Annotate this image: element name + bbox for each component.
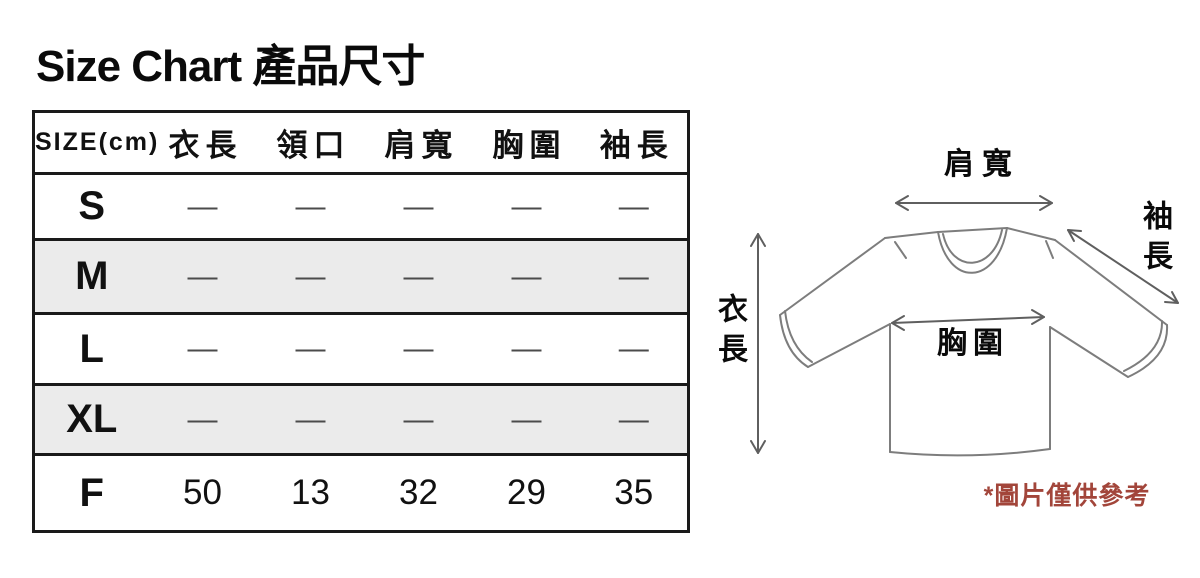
size-table-header-row: SIZE(cm) 衣長 領口 肩寬 胸圍 袖長 xyxy=(33,112,689,174)
cell-value: — xyxy=(403,189,434,223)
size-label: L xyxy=(79,326,104,371)
cell-value: — xyxy=(511,189,542,223)
cell-value: — xyxy=(295,332,326,365)
size-unit-header: SIZE(cm) xyxy=(35,128,160,156)
page-title: Size Chart 產品尺寸 xyxy=(36,42,425,91)
cell-value: — xyxy=(618,332,649,365)
table-row-s: S — — — — — xyxy=(33,174,689,240)
column-header-neckline: 領口 xyxy=(276,128,351,163)
cell-value: — xyxy=(511,402,542,436)
cell-value: — xyxy=(295,189,326,223)
table-row-m: M — — — — — xyxy=(33,239,689,314)
shirt-outline-icon xyxy=(750,195,1179,457)
table-row-l: L — — — — — xyxy=(33,314,689,385)
cell-value: — xyxy=(618,189,649,223)
cell-value: — xyxy=(403,332,434,365)
cell-value: — xyxy=(618,259,649,293)
cell-value: 50 xyxy=(183,473,222,512)
cell-value: — xyxy=(403,259,434,293)
label-shoulder-width: 肩寬 xyxy=(944,148,1020,181)
size-label: XL xyxy=(66,397,118,441)
cell-value: 32 xyxy=(399,473,438,512)
cell-value: — xyxy=(295,402,326,436)
column-header-shoulder-width: 肩寬 xyxy=(384,128,459,163)
table-row-f: F 50 13 32 29 35 xyxy=(34,455,689,532)
size-label: M xyxy=(75,254,109,298)
cell-value: — xyxy=(511,332,542,365)
cell-value: — xyxy=(618,402,649,436)
size-label: F xyxy=(79,470,104,515)
reference-note: *圖片僅供參考 xyxy=(983,482,1151,510)
column-header-chest: 胸圍 xyxy=(492,128,567,163)
measurement-arrows xyxy=(750,195,1179,454)
cell-value: — xyxy=(403,402,434,436)
cell-value: — xyxy=(187,332,218,365)
cell-value: 13 xyxy=(291,473,330,512)
shirt-measurement-diagram: 肩寬 袖長 衣長 胸圍 *圖片僅供參考 xyxy=(700,100,1200,520)
cell-value: 29 xyxy=(507,473,546,512)
cell-value: — xyxy=(187,189,218,223)
cell-value: — xyxy=(511,259,542,293)
cell-value: 35 xyxy=(614,473,654,512)
label-garment-length: 衣長 xyxy=(713,293,746,373)
table-row-xl: XL — — — — — xyxy=(33,384,689,455)
cell-value: — xyxy=(295,259,326,293)
column-header-garment-length: 衣長 xyxy=(168,128,243,163)
label-chest: 胸圍 xyxy=(937,327,1009,360)
label-sleeve-length: 袖長 xyxy=(1138,200,1171,280)
size-label: S xyxy=(78,184,106,228)
cell-value: — xyxy=(187,402,218,436)
size-table: SIZE(cm) 衣長 領口 肩寬 胸圍 袖長 S — — — — — M — … xyxy=(32,110,690,533)
cell-value: — xyxy=(187,259,218,293)
column-header-sleeve-length: 袖長 xyxy=(599,128,674,163)
